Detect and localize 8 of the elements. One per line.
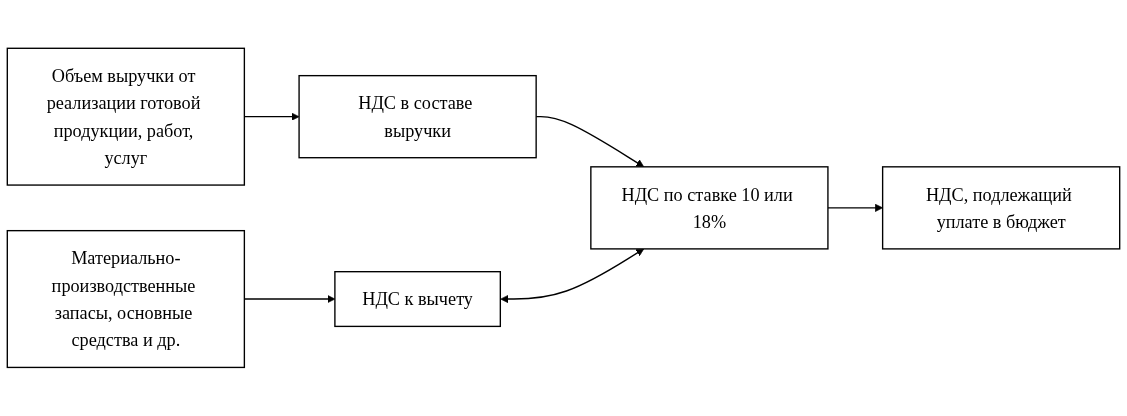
node-box: НДС по ставке 10 или 18% <box>590 166 829 250</box>
node-box: НДС, подлежащий уплате в бюджет <box>881 166 1121 250</box>
arrow <box>827 204 883 212</box>
arrow <box>500 248 645 304</box>
node-box: НДС в составе выручки <box>298 75 537 159</box>
node-box: НДС к вычету <box>334 271 501 328</box>
node-box: Объем выручки от реализации готовой продукции, работ, услуг <box>6 47 246 186</box>
node-box: Материально-производственные запасы, основные средства и др. <box>6 230 246 369</box>
